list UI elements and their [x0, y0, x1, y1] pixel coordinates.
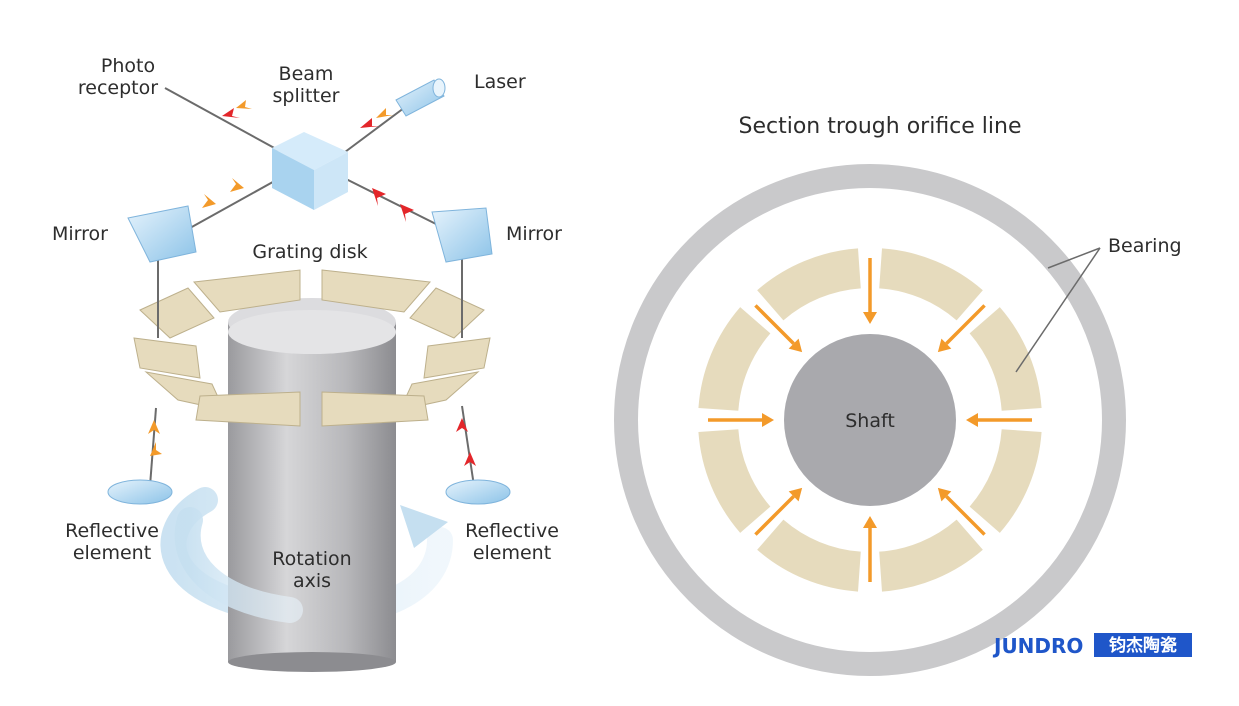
- reflective-element-right-disc: [445, 479, 511, 505]
- watermark-cjk: 钧杰陶瓷: [1109, 635, 1177, 656]
- mirror-right-shape: [431, 207, 493, 263]
- label-reflective-right-1: Reflective: [465, 520, 559, 542]
- watermark-latin: JUNDRO: [992, 634, 1083, 658]
- encoder-diagram: Photo receptor Beam splitter Laser Mirro…: [52, 55, 562, 672]
- label-mirror-left: Mirror: [52, 223, 108, 245]
- rotation-arrow-head: [400, 505, 448, 548]
- label-reflective-left-2: element: [73, 542, 151, 564]
- label-axis: axis: [293, 570, 331, 592]
- bearing-section-diagram: Section trough orifice line Shaft Bearin…: [614, 114, 1182, 676]
- label-photo: Photo: [101, 55, 155, 77]
- shaft-label: Shaft: [845, 410, 895, 432]
- rotation-arrow-front: [174, 507, 303, 623]
- pressure-arrow: [863, 258, 877, 324]
- label-reflective-right-2: element: [473, 542, 551, 564]
- pressure-arrow: [937, 487, 986, 536]
- section-title: Section trough orifice line: [738, 114, 1021, 139]
- label-laser: Laser: [474, 71, 526, 93]
- pressure-arrow: [708, 413, 774, 427]
- pressure-arrow: [966, 413, 1032, 427]
- watermark-badge: [1094, 633, 1192, 657]
- bearing-pad: [879, 248, 983, 321]
- bearing-pad: [698, 307, 771, 411]
- shaft-top-cap: [228, 310, 396, 354]
- pressure-arrows: [708, 258, 1032, 582]
- bearing-pad: [757, 519, 861, 592]
- light-pulses: [148, 100, 476, 466]
- bearing-pad: [969, 307, 1042, 411]
- bearing-pad: [757, 248, 861, 321]
- grating-disk: [133, 269, 491, 427]
- label-reflective-left-1: Reflective: [65, 520, 159, 542]
- pressure-arrow: [754, 304, 803, 353]
- bearing-leader-2: [1015, 247, 1101, 373]
- bearing-pads: [698, 248, 1042, 592]
- bearing-label: Bearing: [1108, 235, 1182, 257]
- pressure-arrow: [863, 516, 877, 582]
- label-rotation: Rotation: [272, 548, 351, 570]
- pressure-arrow: [754, 487, 803, 536]
- label-mirror-right: Mirror: [506, 223, 562, 245]
- label-splitter: splitter: [273, 85, 340, 107]
- label-receptor: receptor: [78, 77, 158, 99]
- bearing-pad: [698, 429, 771, 533]
- bearing-pad: [879, 519, 983, 592]
- reflective-element-left-disc: [107, 479, 173, 505]
- bearing-pad: [969, 429, 1042, 533]
- bearing-leader-1: [1047, 247, 1101, 269]
- bearing-outer-ring: [614, 164, 1126, 676]
- laser-tube: [395, 78, 446, 117]
- label-beam: Beam: [279, 63, 334, 85]
- watermark-logo: JUNDRO 钧杰陶瓷: [992, 633, 1192, 658]
- shaft-circle: [784, 334, 956, 506]
- mirror-left-shape: [127, 205, 197, 263]
- beam-splitter-cube: [272, 132, 348, 210]
- rotation-shaft-cylinder: [228, 298, 396, 672]
- pressure-arrow: [937, 304, 986, 353]
- label-grating-disk: Grating disk: [252, 241, 367, 263]
